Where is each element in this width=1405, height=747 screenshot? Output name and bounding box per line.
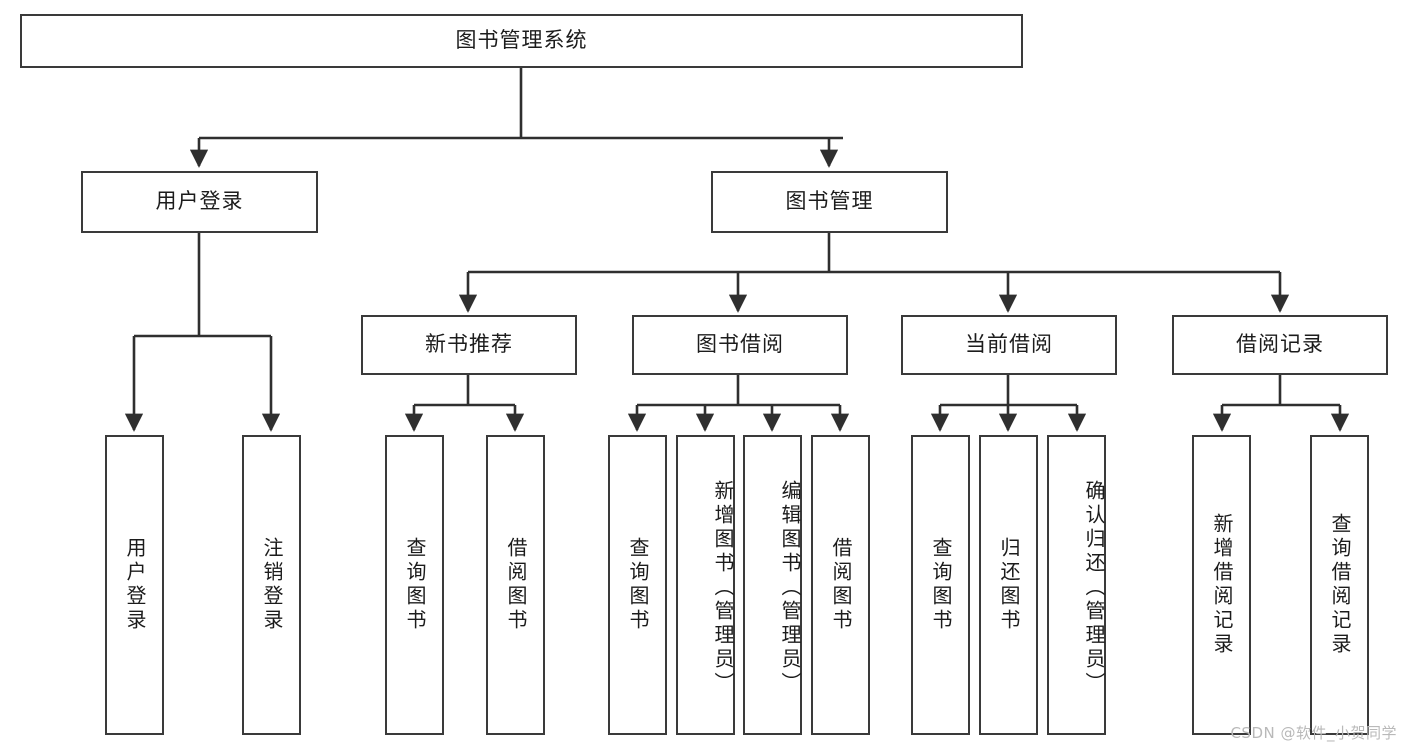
leaf-query-borrow-record[interactable]: 查询借阅记录 [1310, 435, 1369, 735]
node-new-book-recommend[interactable]: 新书推荐 [361, 315, 577, 375]
leaf-return-book[interactable]: 归还图书 [979, 435, 1038, 735]
leaf-query-book-newbook[interactable]: 查询图书 [385, 435, 444, 735]
node-label: 编辑图书（管理员） [778, 480, 802, 696]
node-label: 图书借阅 [696, 332, 784, 357]
leaf-add-book-admin[interactable]: 新增图书（管理员） [676, 435, 735, 735]
node-label: 用户登录 [155, 189, 244, 214]
node-root-book-management-system[interactable]: 图书管理系统 [20, 14, 1023, 68]
node-label: 查询图书 [626, 537, 650, 633]
leaf-user-login[interactable]: 用户登录 [105, 435, 164, 735]
node-label: 查询图书 [403, 537, 427, 633]
node-user-login[interactable]: 用户登录 [81, 171, 318, 233]
leaf-edit-book-admin[interactable]: 编辑图书（管理员） [743, 435, 802, 735]
leaf-logout[interactable]: 注销登录 [242, 435, 301, 735]
leaf-query-book-current[interactable]: 查询图书 [911, 435, 970, 735]
node-label: 当前借阅 [965, 332, 1053, 357]
watermark-text: CSDN @软件_小贺同学 [1230, 724, 1397, 742]
node-label: 新书推荐 [425, 332, 513, 357]
node-label: 确认归还（管理员） [1082, 480, 1106, 696]
node-label: 借阅图书 [829, 537, 853, 633]
leaf-borrow-book-newbook[interactable]: 借阅图书 [486, 435, 545, 735]
node-label: 新增借阅记录 [1210, 513, 1234, 657]
leaf-add-borrow-record[interactable]: 新增借阅记录 [1192, 435, 1251, 735]
node-label: 用户登录 [123, 537, 147, 633]
leaf-borrow-book[interactable]: 借阅图书 [811, 435, 870, 735]
node-label: 查询图书 [929, 537, 953, 633]
node-label: 借阅图书 [504, 537, 528, 633]
node-book-management[interactable]: 图书管理 [711, 171, 948, 233]
node-book-borrow[interactable]: 图书借阅 [632, 315, 848, 375]
leaf-query-book-borrow[interactable]: 查询图书 [608, 435, 667, 735]
leaf-confirm-return-admin[interactable]: 确认归还（管理员） [1047, 435, 1106, 735]
node-label: 图书管理 [785, 189, 874, 214]
node-label: 新增图书（管理员） [711, 480, 735, 696]
node-label: 借阅记录 [1236, 332, 1324, 357]
node-label: 图书管理系统 [455, 28, 588, 53]
node-label: 查询借阅记录 [1328, 513, 1352, 657]
node-borrow-record[interactable]: 借阅记录 [1172, 315, 1388, 375]
node-current-borrow[interactable]: 当前借阅 [901, 315, 1117, 375]
node-label: 归还图书 [997, 537, 1021, 633]
node-label: 注销登录 [260, 537, 284, 633]
